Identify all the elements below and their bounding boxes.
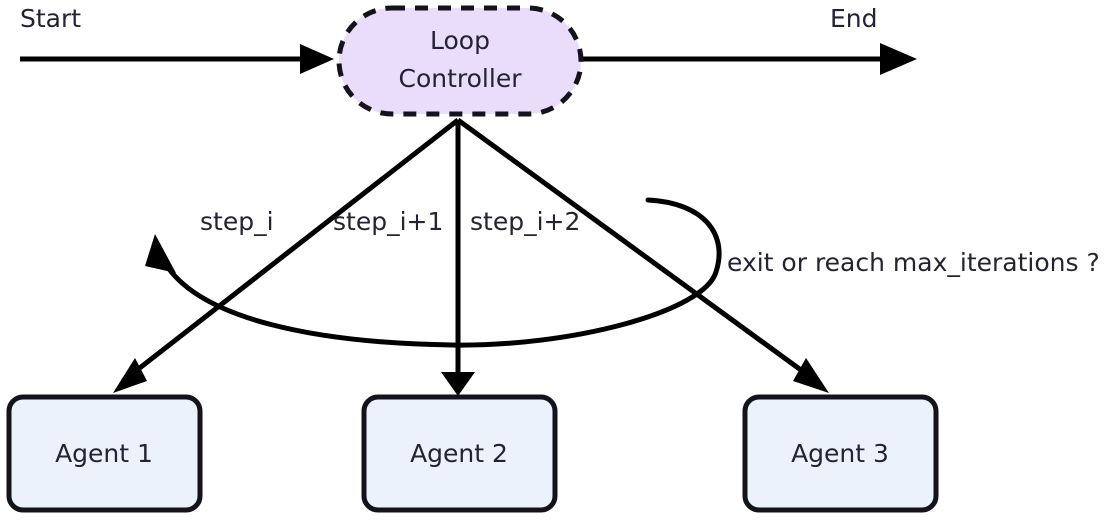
end-edge bbox=[583, 43, 917, 75]
start-label: Start bbox=[20, 4, 81, 33]
agent-2-shape[interactable] bbox=[361, 394, 558, 513]
start-edge bbox=[20, 44, 334, 74]
agent-2-arrowhead-icon bbox=[441, 372, 475, 396]
end-label: End bbox=[830, 4, 878, 33]
edge-to-agent-3 bbox=[456, 117, 829, 393]
agent-1-arrowhead-icon bbox=[113, 358, 147, 393]
feedback-edge bbox=[145, 197, 722, 348]
node-loop-controller[interactable]: Loop Controller bbox=[336, 5, 584, 117]
agent-1-label: Agent 1 bbox=[55, 439, 153, 468]
edge-label-step-i: step_i bbox=[200, 207, 274, 236]
node-agent-1[interactable]: Agent 1 bbox=[6, 394, 203, 513]
start-arrowhead-icon bbox=[300, 44, 334, 74]
loop-controller-label-line1: Loop bbox=[430, 26, 490, 55]
agent-2-label: Agent 2 bbox=[410, 439, 508, 468]
edge-label-feedback: exit or reach max_iterations ? bbox=[727, 248, 1100, 277]
end-arrowhead-icon bbox=[880, 43, 917, 75]
edge-to-agent-1-line bbox=[121, 118, 460, 383]
edge-label-step-i-plus-1: step_i+1 bbox=[333, 207, 443, 236]
node-agent-2[interactable]: Agent 2 bbox=[361, 394, 558, 513]
agent-3-label: Agent 3 bbox=[791, 439, 889, 468]
feedback-edge-curve bbox=[162, 197, 722, 348]
edge-to-agent-3-line bbox=[456, 117, 818, 384]
loop-controller-label-line2: Controller bbox=[399, 64, 523, 93]
agent-3-shape[interactable] bbox=[742, 394, 939, 513]
edge-label-step-i-plus-2: step_i+2 bbox=[470, 207, 580, 236]
node-agent-3[interactable]: Agent 3 bbox=[742, 394, 939, 513]
loop-controller-shape[interactable] bbox=[336, 5, 584, 117]
edge-to-agent-2 bbox=[441, 120, 475, 396]
agent-1-shape[interactable] bbox=[6, 394, 203, 513]
edge-to-agent-1 bbox=[113, 118, 460, 393]
agent-3-arrowhead-icon bbox=[793, 358, 829, 393]
feedback-arrowhead-icon bbox=[145, 234, 176, 273]
